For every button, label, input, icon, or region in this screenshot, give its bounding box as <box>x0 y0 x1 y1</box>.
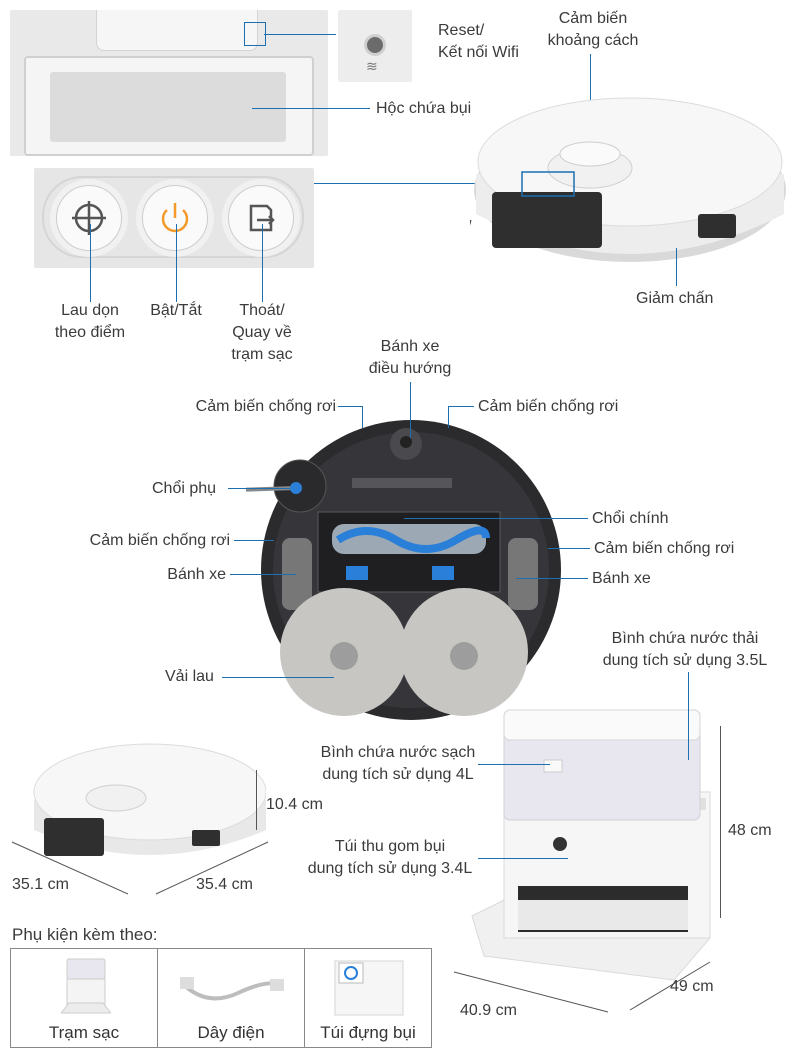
accessory-bag-label: Túi đựng bụi <box>320 1023 416 1042</box>
station-height-dim <box>720 726 721 918</box>
cliff-sensor-l-line <box>234 540 274 541</box>
dust-box-line <box>252 108 370 109</box>
return-dock-line <box>262 224 263 302</box>
crosshair-icon <box>72 201 106 235</box>
reset-button-photo: ≋ <box>338 10 412 82</box>
panel-to-robot-line <box>314 183 476 184</box>
cliff-sensor-r-line <box>548 548 590 549</box>
cliff-sensor-tr-line-h <box>448 406 474 407</box>
dust-bag-line <box>478 858 568 859</box>
reset-label: Reset/ Kết nối Wifi <box>438 22 519 61</box>
side-brush-line <box>228 488 290 489</box>
wheel-r-line <box>516 578 588 579</box>
robot-width-label: 35.4 cm <box>196 876 253 893</box>
dust-box-label: Hộc chứa bụi <box>376 100 472 117</box>
dust-box-photo <box>10 10 328 156</box>
robot-dimension-image <box>33 743 266 856</box>
cliff-sensor-tl-line-h <box>338 406 362 407</box>
robot-depth-dim <box>11 841 269 895</box>
station-depth-label: 49 cm <box>670 978 714 995</box>
return-dock-button <box>228 185 294 251</box>
wheel-l-line <box>230 574 296 575</box>
main-brush-line <box>404 518 588 519</box>
dust-bag-label: Túi thu gom bụi dung tích sử dụng 3.4L <box>307 838 473 877</box>
dock-station-image <box>471 709 711 981</box>
spot-clean-button <box>56 185 122 251</box>
dirty-tank-label: Bình chứa nước thải dung tích sử dụng 3.… <box>602 630 768 669</box>
power-cable-thumbnail <box>180 977 284 1001</box>
nav-wheel-label: Bánh xe điều hướng <box>368 338 452 377</box>
station-base-dims <box>453 961 711 1013</box>
distance-sensor-label: Cảm biến khoảng cách <box>547 10 639 49</box>
clean-tank-line <box>478 764 550 765</box>
cliff-sensor-tl-label: Cảm biến chống rơi <box>195 398 336 415</box>
accessories-title: Phụ kiện kèm theo: <box>12 925 158 944</box>
accessory-cable-label: Dây điện <box>197 1023 265 1042</box>
accessory-cable: Dây điện <box>157 948 305 1048</box>
spot-clean-line <box>90 224 91 302</box>
side-brush-label: Chổi phụ <box>152 480 217 497</box>
robot-height-dim <box>256 770 257 830</box>
robot-top-image <box>470 97 786 262</box>
power-icon <box>161 203 189 233</box>
cliff-sensor-tr-line-v <box>448 406 449 428</box>
robot-depth-label: 35.1 cm <box>12 876 69 893</box>
clean-tank-label: Bình chứa nước sạch dung tích sử dụng 4L <box>320 744 476 783</box>
cliff-sensor-r-label: Cảm biến chống rơi <box>594 540 735 557</box>
cliff-sensor-tl-line-v <box>362 406 363 428</box>
power-line <box>176 224 177 302</box>
dust-box-inner <box>50 72 286 142</box>
station-height-label: 48 cm <box>728 822 772 839</box>
mop-pad-line <box>222 677 334 678</box>
button-panel <box>34 168 314 268</box>
robot-top-detail <box>96 10 258 51</box>
nav-wheel-line <box>410 382 411 438</box>
dock-return-icon <box>249 204 275 232</box>
robot-height-label: 10.4 cm <box>266 796 323 813</box>
wifi-icon: ≋ <box>366 58 378 74</box>
spot-clean-label: Lau dọn theo điểm <box>54 302 126 341</box>
station-width-label: 40.9 cm <box>460 1002 517 1019</box>
robot-bottom-image <box>246 420 561 720</box>
reset-button-highlight <box>244 22 266 46</box>
dirty-tank-line <box>688 672 689 760</box>
reset-button-icon <box>364 34 386 56</box>
cliff-sensor-l-label: Cảm biến chống rơi <box>89 532 230 549</box>
button-panel-frame <box>42 176 304 258</box>
accessory-dock: Trạm sạc <box>10 948 158 1048</box>
accessory-bag: Túi đựng bụi <box>304 948 432 1048</box>
dust-bag-thumbnail <box>334 960 404 1016</box>
bumper-line <box>676 248 677 286</box>
reset-line <box>264 34 336 35</box>
main-brush-label: Chổi chính <box>592 510 669 527</box>
power-label: Bật/Tắt <box>150 302 202 319</box>
return-dock-label: Thoát/ Quay về trạm sạc <box>231 302 293 363</box>
wheel-l-label: Bánh xe <box>167 566 226 583</box>
bumper-label: Giảm chấn <box>636 290 714 307</box>
power-button <box>142 185 208 251</box>
accessory-dock-label: Trạm sạc <box>48 1023 120 1042</box>
dock-thumbnail <box>61 958 111 1014</box>
cliff-sensor-tr-label: Cảm biến chống rơi <box>478 398 619 415</box>
mop-pad-label: Vải lau <box>165 668 214 685</box>
wheel-r-label: Bánh xe <box>592 570 651 587</box>
